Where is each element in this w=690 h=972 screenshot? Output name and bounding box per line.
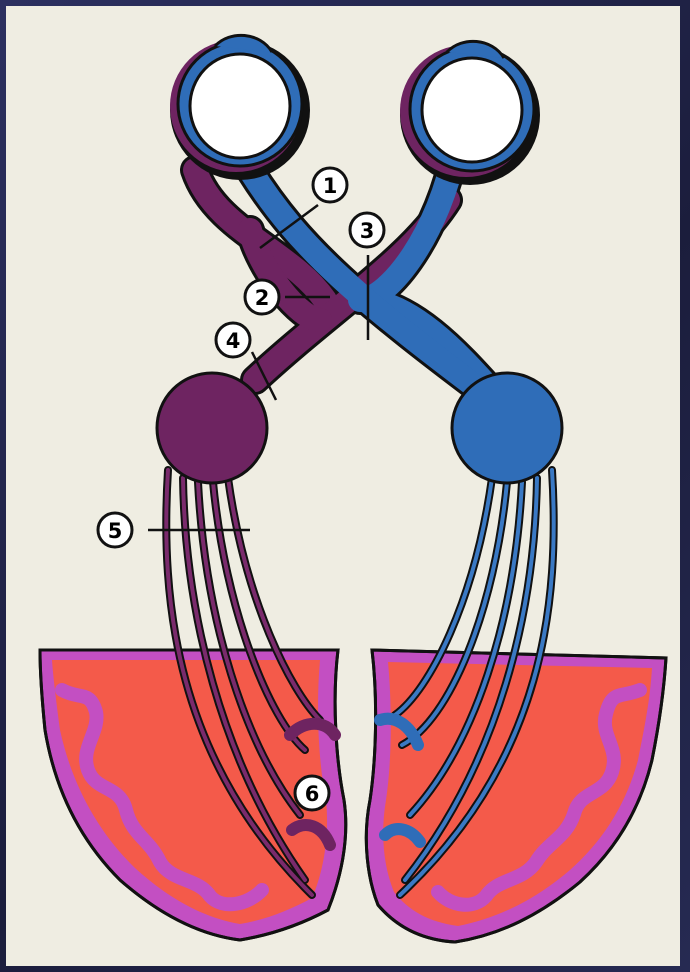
marker-4-label: 4 bbox=[226, 329, 241, 353]
marker-5: 5 bbox=[98, 513, 132, 547]
marker-1-label: 1 bbox=[323, 174, 338, 198]
marker-3: 3 bbox=[350, 213, 384, 247]
marker-2: 2 bbox=[245, 280, 279, 314]
optic-pathways bbox=[195, 150, 505, 405]
marker-2-label: 2 bbox=[255, 286, 270, 310]
right-lateral-geniculate-nucleus bbox=[452, 373, 562, 483]
marker-4: 4 bbox=[216, 323, 250, 357]
left-eye bbox=[170, 35, 310, 180]
right-eye bbox=[400, 41, 540, 185]
marker-3-label: 3 bbox=[360, 219, 375, 243]
marker-1: 1 bbox=[313, 168, 347, 202]
visual-cortex bbox=[40, 650, 666, 942]
left-lateral-geniculate-nucleus bbox=[157, 373, 267, 483]
marker-6: 6 bbox=[295, 776, 329, 810]
marker-6-label: 6 bbox=[305, 782, 320, 806]
marker-5-label: 5 bbox=[108, 519, 123, 543]
